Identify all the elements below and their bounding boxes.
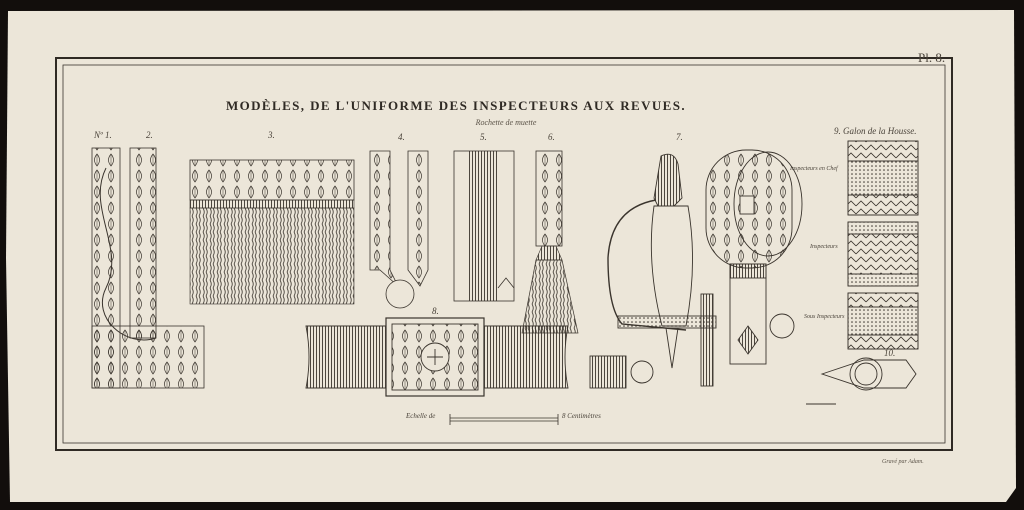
- galon-label-inspectors: Inspecteurs: [810, 244, 838, 250]
- plate-subtitle: Rochette de muette: [475, 118, 537, 127]
- figure-label-1: Nº 1.: [94, 130, 112, 140]
- fig-6-tassel: [521, 150, 579, 334]
- fig-1-2-scroll-borders: [91, 147, 205, 389]
- scale-label-left: Echelle de: [406, 412, 436, 420]
- scale-label-right: 8 Centimètres: [562, 412, 601, 420]
- figure-label-3: 3.: [268, 130, 275, 140]
- galon-label-sub: Sous Inspecteurs: [804, 314, 845, 320]
- fig-5-stripes: [453, 150, 515, 302]
- fig-3-fringe: [189, 159, 355, 305]
- fig-9-galon: [847, 140, 919, 350]
- fig-8-belt: [305, 317, 569, 397]
- figure-label-2: 2.: [146, 130, 153, 140]
- fig-4-straps: [369, 150, 429, 309]
- figure-label-5: 5.: [480, 132, 487, 142]
- plate-number: Pl. 8.: [918, 50, 946, 65]
- figure-label-6: 6.: [548, 132, 555, 142]
- figure-label-7: 7.: [676, 132, 683, 142]
- engraver-credit: Gravé par Adam.: [882, 459, 924, 465]
- galon-label-chief: Inspecteurs en Chef: [790, 166, 838, 172]
- scale-bar: [449, 414, 559, 425]
- engraving-plate: Pl. 8. MODÈLES, DE L'UNIFORME DES INSPEC…: [6, 8, 1018, 504]
- figure-label-9: 9. Galon de la Housse.: [834, 126, 917, 136]
- plate-title: MODÈLES, DE L'UNIFORME DES INSPECTEURS A…: [225, 98, 687, 113]
- figure-label-8: 8.: [432, 306, 439, 316]
- fig-7-sword: [589, 149, 803, 389]
- fig-10-buckle: [806, 357, 917, 405]
- figure-label-10: 10.: [884, 348, 896, 358]
- figure-label-4: 4.: [398, 132, 405, 142]
- engraving-artwork: [6, 10, 1016, 502]
